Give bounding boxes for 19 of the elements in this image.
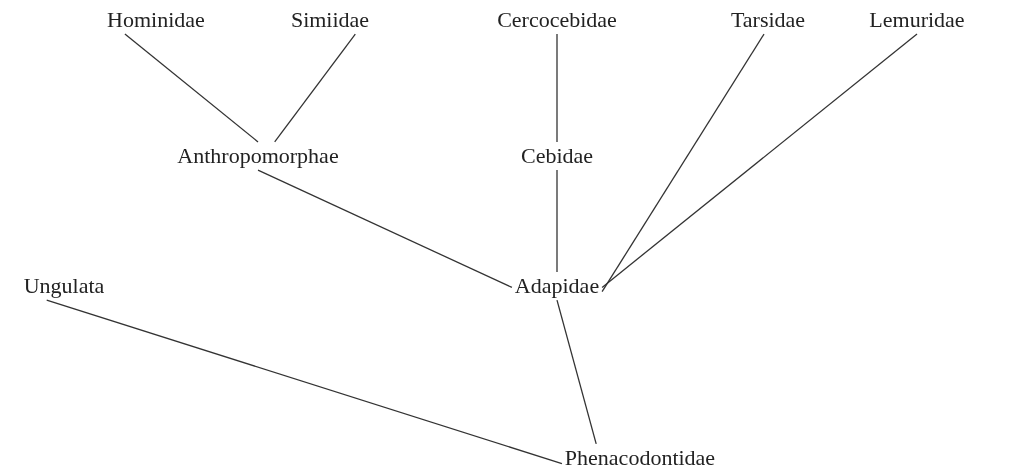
branch-line	[556, 169, 558, 273]
taxon-label: Hominidae	[104, 5, 208, 35]
taxon-label: Anthropomorphae	[174, 141, 342, 171]
branch-line	[124, 33, 259, 143]
branch-line	[556, 33, 558, 143]
taxon-label: Lemuridae	[866, 5, 968, 35]
branch-line	[601, 33, 765, 293]
branch-line	[46, 299, 563, 465]
branch-line	[556, 299, 597, 445]
branch-line	[257, 169, 513, 289]
taxon-label: Adapidae	[511, 271, 603, 301]
taxon-label: Simiidae	[287, 5, 373, 35]
taxon-label: Ungulata	[20, 271, 108, 301]
taxon-label: Tarsidae	[727, 5, 809, 35]
taxon-label: Phenacodontidae	[561, 443, 719, 473]
branch-line	[601, 33, 918, 289]
taxon-label: Cercocebidae	[494, 5, 620, 35]
branch-line	[274, 33, 356, 143]
taxon-label: Cebidae	[517, 141, 597, 171]
